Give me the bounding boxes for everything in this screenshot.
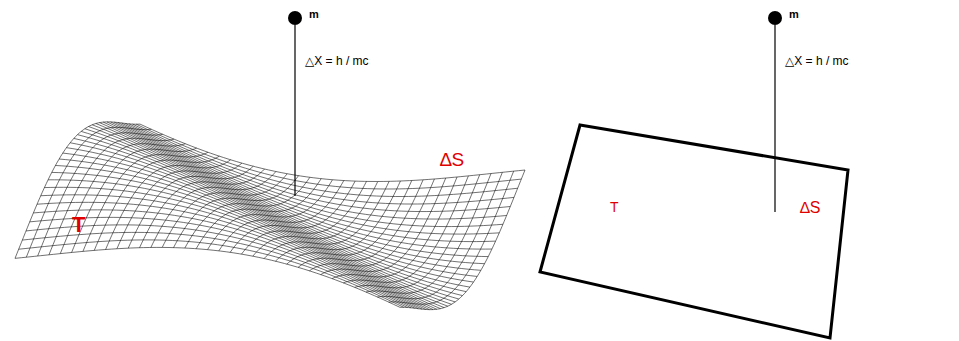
mesh-line [26, 225, 411, 308]
mesh-line [19, 240, 404, 307]
flat-space-plane [540, 125, 848, 338]
mesh-line [22, 232, 407, 307]
stem-line [294, 25, 295, 196]
mesh-line [66, 148, 451, 305]
mass-ball [768, 11, 782, 25]
stem-line [774, 25, 775, 212]
mesh-line [85, 129, 470, 287]
curved-space-mesh [15, 122, 525, 310]
mesh-line [366, 174, 491, 294]
wavelength-formula: △X = h / mc [785, 55, 849, 67]
mesh-line [37, 202, 422, 309]
mesh-line [122, 123, 507, 219]
mesh-line [74, 138, 459, 299]
mesh-line [103, 122, 488, 256]
mesh-line [41, 195, 426, 310]
entropy-label: ∆S [800, 200, 820, 216]
mesh-line [377, 172, 502, 298]
mesh-line [389, 171, 514, 304]
mass-ball [288, 11, 302, 25]
mesh-line [52, 172, 437, 309]
mesh-line [400, 170, 525, 310]
mesh-line [125, 123, 510, 211]
mesh-line [355, 175, 480, 288]
mesh-line [185, 177, 310, 248]
mesh-line [133, 124, 518, 196]
mesh-line [78, 135, 463, 296]
mesh-line [92, 125, 477, 277]
mesh-line [140, 124, 525, 181]
mesh-line [49, 138, 174, 255]
mesh-line [332, 177, 457, 279]
mass-label: m [789, 9, 799, 20]
wavelength-formula: △X = h / mc [305, 55, 369, 67]
mesh-line [298, 180, 423, 268]
time-label: T [72, 214, 85, 236]
entropy-label: ∆S [440, 150, 464, 169]
mesh-line [55, 165, 440, 308]
mesh-line [129, 124, 514, 204]
mesh-line [107, 122, 492, 249]
mesh-line [30, 217, 415, 308]
mass-label: m [309, 9, 319, 20]
mesh-line [343, 176, 468, 283]
time-label: T [610, 200, 619, 214]
